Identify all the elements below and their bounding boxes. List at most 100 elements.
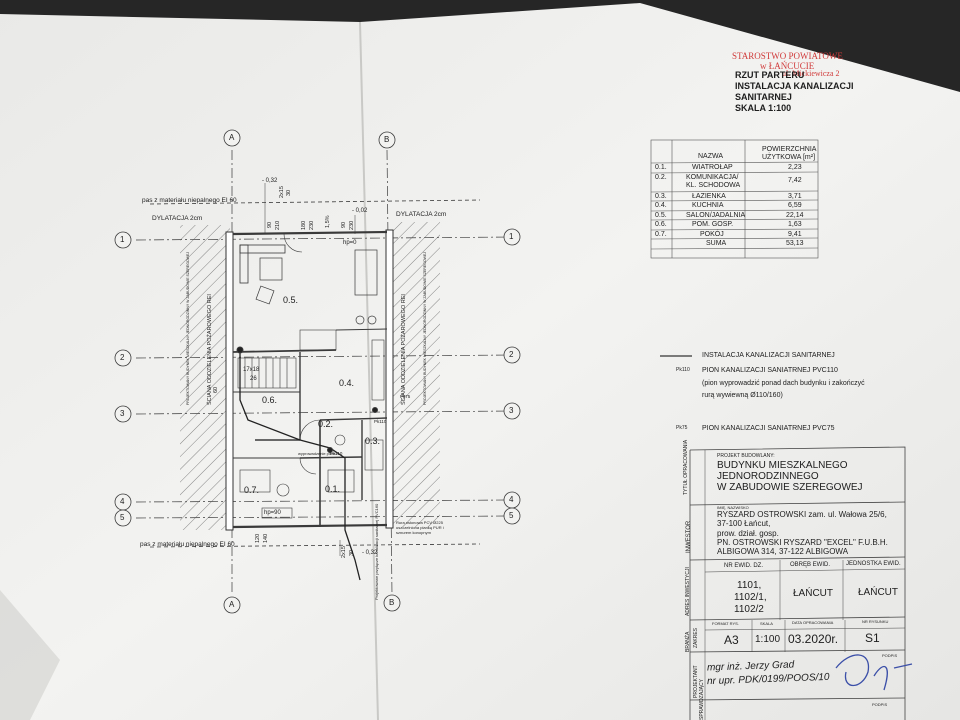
row-1-no: 0.1. bbox=[655, 164, 667, 171]
dim-120: 120 bbox=[255, 533, 261, 543]
fire-wall-right: ŚCIANA ODDZIELENIA POŻAROWEGO REI bbox=[401, 294, 407, 405]
dim-60: 60 bbox=[213, 386, 219, 393]
row-2-name: KOMUNIKACJA/ bbox=[686, 174, 739, 181]
tb-inwestor-3: prow. dział. gosp. bbox=[717, 529, 779, 538]
hp90-label: hp=90 bbox=[264, 510, 281, 516]
dylatacja-left: DYLATACJA 2cm bbox=[152, 215, 203, 222]
hp0-label: hp=0 bbox=[343, 240, 357, 246]
drawing-title-2: INSTALACJA KANALIZACJI bbox=[735, 81, 854, 91]
tb-skala: 1:100 bbox=[755, 634, 781, 645]
axis-label-2-right: 2 bbox=[509, 350, 514, 359]
axis-label-b-top: B bbox=[384, 135, 390, 144]
tb-obreb: ŁAŃCUT bbox=[793, 588, 834, 599]
pas-bottom: pas z materiału niepalnego EI 60 bbox=[140, 541, 235, 548]
neighbour-note-right: PROJEKTOWANY BUDYNEK MIESZKALNY JEDNOROD… bbox=[423, 251, 427, 405]
tb-adres-label: ADRES INWESTYCJI bbox=[685, 567, 691, 616]
axis-label-a-bottom: A bbox=[229, 600, 235, 609]
row-4-area: 6,59 bbox=[788, 202, 802, 209]
dim-2x15: 2x15 bbox=[279, 186, 285, 198]
room-table bbox=[650, 139, 819, 259]
dim-30-bottom: 30 bbox=[349, 549, 355, 556]
tb-inwestor-5: ALBIGOWA 314, 37-122 ALBIGOWA bbox=[717, 547, 849, 556]
stamp-line-3: ul. Mickiewicza 2 bbox=[782, 69, 840, 78]
room-label-0-4: 0.4. bbox=[339, 378, 355, 388]
paper-sheet bbox=[0, 3, 960, 720]
tb-inwestor-4: PN. OSTROWSKI RYSZARD "EXCEL" F.U.B.H. bbox=[717, 538, 888, 547]
stamp-line-2: w ŁAŃCUCIE bbox=[760, 61, 815, 71]
table-header-area-2: UŻYTKOWA [m²] bbox=[762, 154, 816, 161]
row-3-area: 3,71 bbox=[788, 193, 802, 200]
pas-top: pas z materiału niepalnego EI 60 bbox=[142, 197, 237, 204]
row-6-area: 1,63 bbox=[788, 221, 802, 228]
tb-nr-3: 1102/2 bbox=[734, 604, 764, 615]
axis-label-1-left: 1 bbox=[120, 235, 125, 244]
drawing-title-3: SANITARNEJ bbox=[735, 92, 792, 102]
tb-tytul-label: TYTUŁ OPRACOWANIA bbox=[683, 439, 689, 495]
legend-item-2-line-2: (pion wyprowadzić ponad dach budynku i z… bbox=[702, 380, 865, 387]
tb-project-3: W ZABUDOWIE SZEREGOWEJ bbox=[717, 482, 863, 493]
tb-small-nr: NR RYSUNKU bbox=[862, 619, 889, 624]
tb-project-small: PROJEKT BUDOWLANY: bbox=[717, 453, 775, 459]
stairs-label: 17x18 bbox=[243, 367, 260, 373]
row-5-area: 22,14 bbox=[786, 212, 804, 219]
axis-label-5-right: 5 bbox=[509, 511, 514, 520]
tb-nr-rys: S1 bbox=[865, 631, 880, 645]
tb-inwestor-small: IMIĘ, NAZWISKO bbox=[717, 505, 749, 510]
dim-230a: 230 bbox=[309, 220, 315, 230]
row-5-no: 0.5. bbox=[655, 212, 667, 219]
tb-data: 03.2020r. bbox=[788, 632, 839, 646]
dim-180: 180 bbox=[301, 220, 307, 230]
drawing-title-1: RZUT PARTERU bbox=[735, 70, 805, 80]
stairs-label-2: 26 bbox=[250, 376, 257, 382]
row-4-no: 0.4. bbox=[655, 202, 667, 209]
axis-label-1-right: 1 bbox=[509, 232, 514, 241]
row-2-no: 0.2. bbox=[655, 174, 667, 181]
dim-30: 30 bbox=[286, 189, 292, 196]
tb-branza-label: BRANŻA bbox=[685, 631, 691, 652]
room-label-0-7: 0.7. bbox=[244, 485, 260, 495]
tb-small-data: DATA OPRACOWANIA bbox=[792, 620, 834, 625]
row-2-name-2: KL. SCHODOWA bbox=[686, 182, 741, 189]
axis-label-5-left: 5 bbox=[120, 513, 125, 522]
row-4-name: KUCHNIA bbox=[692, 202, 724, 209]
title-block bbox=[689, 446, 906, 720]
legend-item-3: PION KANALIZACJI SANIATRNEJ PVC75 bbox=[702, 425, 835, 432]
axis-label-3-left: 3 bbox=[120, 409, 125, 418]
tb-col-nr: NR EWID. DZ. bbox=[724, 563, 763, 569]
axis-label-a-top: A bbox=[229, 133, 235, 142]
row-7-name: POKÓJ bbox=[700, 231, 724, 238]
row-7-no: 0.7. bbox=[655, 231, 667, 238]
tb-nr-2: 1102/1, bbox=[734, 592, 767, 603]
axis-label-b-bottom: B bbox=[389, 598, 395, 607]
stamp-line-1: STAROSTWO POWIATOWE bbox=[732, 51, 843, 61]
tb-col-obreb: OBRĘB EWID. bbox=[790, 562, 831, 568]
tb-project-2: JEDNORODZINNEGO bbox=[717, 471, 819, 482]
tb-small-skala: SKALA bbox=[760, 621, 773, 626]
table-header-name: NAZWA bbox=[698, 153, 724, 160]
tb-format: A3 bbox=[724, 633, 739, 647]
tb-inwestor-2: 37-100 Łańcut, bbox=[717, 519, 771, 528]
legend-item-2-code: Pk110 bbox=[676, 367, 690, 373]
axis-label-4-right: 4 bbox=[509, 495, 514, 504]
dim-90a: 90 bbox=[267, 221, 273, 228]
tb-podpis-2: PODPIS bbox=[872, 702, 888, 707]
room-label-0-1: 0.1. bbox=[325, 484, 341, 494]
dim-140: 140 bbox=[263, 533, 269, 543]
row-3-name: ŁAZIENKA bbox=[692, 193, 726, 200]
row-5-name: SALON/JADALNIA bbox=[686, 212, 746, 219]
legend-item-3-code: Pk75 bbox=[676, 425, 688, 431]
floor-plan bbox=[114, 129, 521, 614]
tb-inwestor-1: RYSZARD OSTROWSKI zam. ul. Wałowa 25/6, bbox=[717, 510, 887, 519]
note-pion: Projektowane przyłącze kanalizacji sanit… bbox=[374, 503, 379, 600]
dim-90b: 90 bbox=[341, 221, 347, 228]
tb-small-format: FORMAT RYS. bbox=[712, 621, 739, 626]
room-label-0-2: 0.2. bbox=[318, 419, 334, 429]
table-header-area-1: POWIERZCHNIA bbox=[762, 146, 817, 153]
tb-col-jedn: JEDNOSTKA EWID. bbox=[846, 561, 901, 567]
dim-210: 210 bbox=[275, 220, 281, 230]
row-6-no: 0.6. bbox=[655, 221, 667, 228]
dim-15pct: 1,5% bbox=[325, 215, 331, 228]
legend-item-2-line-1: PION KANALIZACJI SANIATRNEJ PVC110 bbox=[702, 367, 838, 374]
legend-item-2-line-3: rurą wywiewną Ø110/160) bbox=[702, 392, 783, 399]
dim-2x15-bottom: 2x15 bbox=[341, 546, 347, 558]
